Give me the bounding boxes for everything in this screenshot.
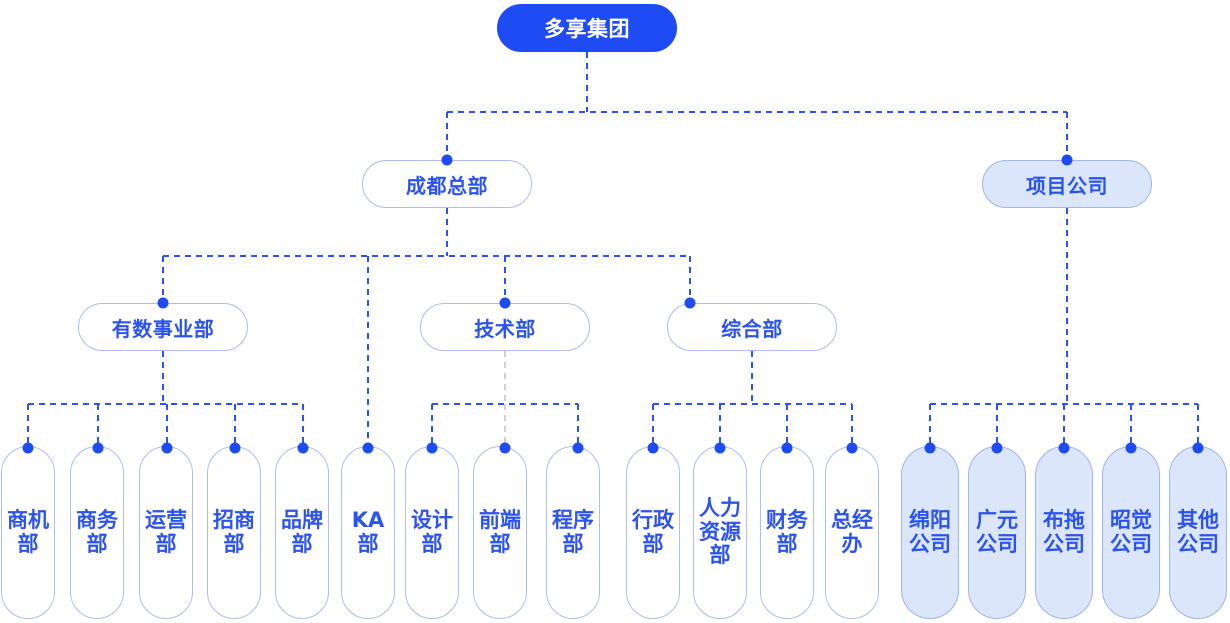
node-leaf-yunying-label: 运营部 xyxy=(145,507,187,556)
node-leaf-qita[interactable]: 其他公司 xyxy=(1169,446,1227,619)
node-leaf-sheji-label: 设计部 xyxy=(411,507,453,556)
node-zonghe-dept-label: 综合部 xyxy=(721,316,783,341)
node-leaf-shangji-label: 商机部 xyxy=(7,507,49,556)
node-leaf-chengxu[interactable]: 程序部 xyxy=(546,446,600,619)
connector-dot-leaf-renli xyxy=(714,442,726,454)
node-leaf-ka[interactable]: KA部 xyxy=(341,446,395,619)
node-leaf-mianyang-label: 绵阳公司 xyxy=(909,507,951,556)
node-leaf-sheji[interactable]: 设计部 xyxy=(405,446,459,619)
connector-dot-project-company xyxy=(1061,154,1073,166)
node-leaf-qianduan[interactable]: 前端部 xyxy=(473,446,527,619)
node-leaf-xingzheng-label: 行政部 xyxy=(632,507,674,556)
connector-dot-zonghe-dept xyxy=(684,297,696,309)
connector-dot-leaf-shangwu xyxy=(92,442,104,454)
connector-dot-leaf-guangyuan xyxy=(991,442,1003,454)
connector-dot-leaf-caiwu xyxy=(781,442,793,454)
node-leaf-caiwu-label: 财务部 xyxy=(766,507,808,556)
connector-dot-leaf-xingzheng xyxy=(647,442,659,454)
connector-dot-leaf-butuo xyxy=(1058,442,1070,454)
node-leaf-yunying[interactable]: 运营部 xyxy=(139,446,193,619)
node-leaf-guangyuan-label: 广元公司 xyxy=(976,507,1018,556)
node-leaf-pinpai[interactable]: 品牌部 xyxy=(275,446,329,619)
node-leaf-ka-label: KA部 xyxy=(351,507,385,556)
node-leaf-shangwu[interactable]: 商务部 xyxy=(70,446,124,619)
node-leaf-zhaoshang[interactable]: 招商部 xyxy=(207,446,261,619)
node-leaf-renli[interactable]: 人力资源部 xyxy=(693,446,747,619)
node-root[interactable]: 多享集团 xyxy=(497,4,677,52)
node-leaf-chengxu-label: 程序部 xyxy=(552,507,594,556)
node-root-label: 多享集团 xyxy=(544,17,630,41)
node-leaf-shangwu-label: 商务部 xyxy=(76,507,118,556)
node-leaf-xingzheng[interactable]: 行政部 xyxy=(626,446,680,619)
node-tech-dept-label: 技术部 xyxy=(474,316,536,341)
node-leaf-zongjingban-label: 总经办 xyxy=(831,507,873,556)
connector-dot-leaf-pinpai xyxy=(297,442,309,454)
connector-dot-chengdu-hq xyxy=(441,154,453,166)
connector-dot-leaf-sheji xyxy=(426,442,438,454)
node-leaf-zhaojue[interactable]: 昭觉公司 xyxy=(1102,446,1160,619)
connector-dot-leaf-ka xyxy=(362,442,374,454)
node-chengdu-hq[interactable]: 成都总部 xyxy=(362,160,532,208)
connector-dot-leaf-zhaoshang xyxy=(229,442,241,454)
node-leaf-zongjingban[interactable]: 总经办 xyxy=(825,446,879,619)
node-leaf-butuo-label: 布拖公司 xyxy=(1043,507,1085,556)
node-leaf-renli-label: 人力资源部 xyxy=(699,496,741,568)
node-leaf-qita-label: 其他公司 xyxy=(1177,507,1219,556)
node-leaf-caiwu[interactable]: 财务部 xyxy=(760,446,814,619)
connector-dot-leaf-zhaojue xyxy=(1125,442,1137,454)
node-yooshu-bu[interactable]: 有数事业部 xyxy=(78,303,248,351)
node-tech-dept[interactable]: 技术部 xyxy=(420,303,590,351)
node-leaf-pinpai-label: 品牌部 xyxy=(281,507,323,556)
node-leaf-zhaojue-label: 昭觉公司 xyxy=(1110,507,1152,556)
node-leaf-zhaoshang-label: 招商部 xyxy=(213,507,255,556)
node-leaf-shangji[interactable]: 商机部 xyxy=(1,446,55,619)
connector-dot-tech-dept xyxy=(499,297,511,309)
node-leaf-mianyang[interactable]: 绵阳公司 xyxy=(901,446,959,619)
node-project-company[interactable]: 项目公司 xyxy=(982,160,1152,208)
connector-dot-leaf-zongjingban xyxy=(846,442,858,454)
node-leaf-qianduan-label: 前端部 xyxy=(479,507,521,556)
node-chengdu-hq-label: 成都总部 xyxy=(406,173,488,198)
node-project-company-label: 项目公司 xyxy=(1026,173,1108,198)
connector-dot-leaf-mianyang xyxy=(924,442,936,454)
connector-dot-leaf-qita xyxy=(1192,442,1204,454)
connector-dot-leaf-chengxu xyxy=(572,442,584,454)
node-zonghe-dept[interactable]: 综合部 xyxy=(667,303,837,351)
connector-dot-leaf-shangji xyxy=(22,442,34,454)
node-leaf-guangyuan[interactable]: 广元公司 xyxy=(968,446,1026,619)
node-leaf-butuo[interactable]: 布拖公司 xyxy=(1035,446,1093,619)
connector-dot-yooshu-bu xyxy=(157,297,169,309)
connector-dot-leaf-qianduan xyxy=(499,442,511,454)
connector-dot-leaf-yunying xyxy=(161,442,173,454)
node-yooshu-bu-label: 有数事业部 xyxy=(111,316,215,341)
